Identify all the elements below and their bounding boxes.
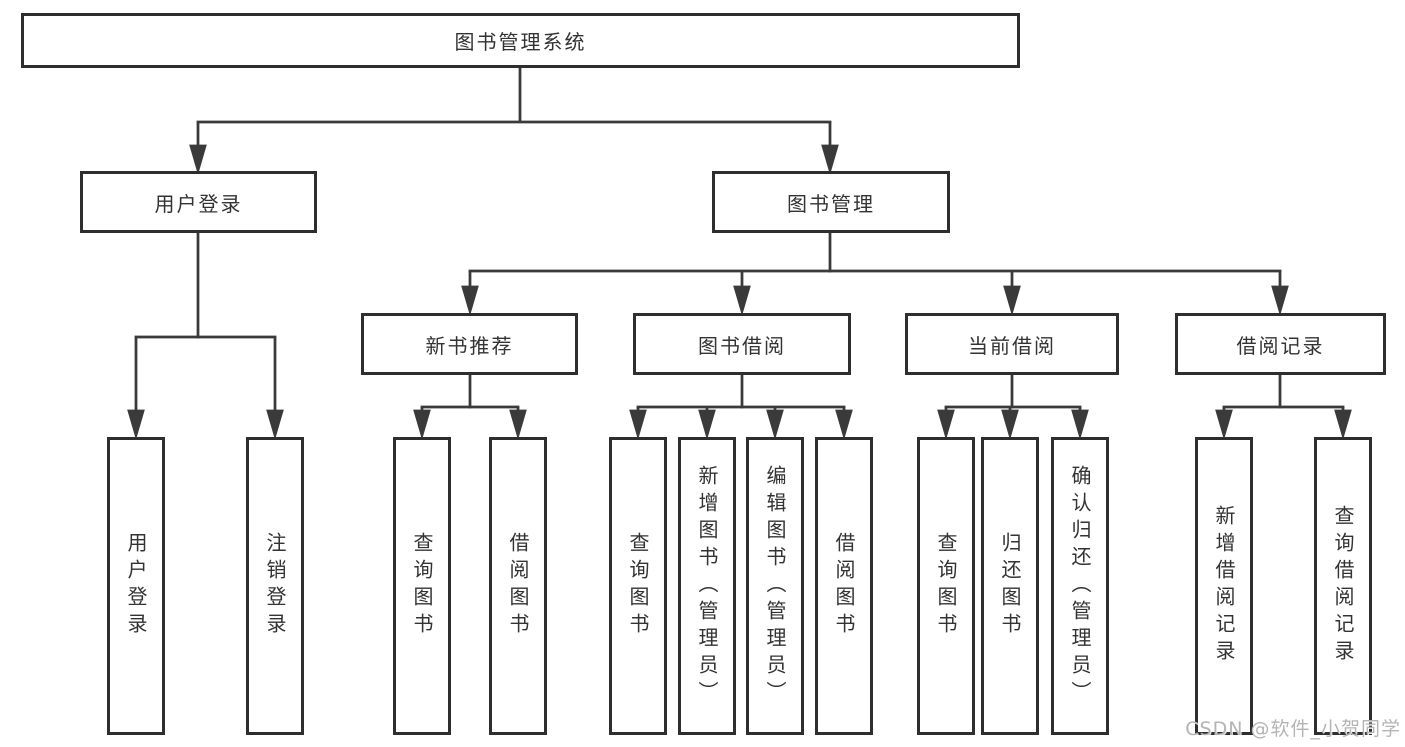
node-label: 新增图书（管理员） <box>695 464 719 708</box>
leaf-query-books-current: 查询图书 <box>917 437 975 735</box>
leaf-query-books-borrow: 查询图书 <box>609 437 667 735</box>
node-label: 用户登录 <box>154 191 243 216</box>
node-label: 新书推荐 <box>425 333 514 358</box>
leaf-logout: 注销登录 <box>246 437 304 735</box>
node-label: 图书借阅 <box>698 333 786 358</box>
node-library-management-system: 图书管理系统 <box>21 13 1020 68</box>
leaf-confirm-return-admin: 确认归还（管理员） <box>1051 437 1109 735</box>
node-label: 借阅记录 <box>1236 333 1325 358</box>
leaf-add-book-admin: 新增图书（管理员） <box>678 437 736 735</box>
node-label: 图书管理系统 <box>454 30 587 54</box>
node-user-login: 用户登录 <box>80 171 317 233</box>
node-label: 确认归还（管理员） <box>1068 464 1092 708</box>
node-label: 编辑图书（管理员） <box>763 464 787 708</box>
csdn-watermark: CSDN @软件_小贺同学 <box>1185 718 1401 740</box>
node-book-management: 图书管理 <box>712 171 950 233</box>
node-label: 查询图书 <box>626 532 650 640</box>
node-label: 归还图书 <box>998 532 1022 640</box>
node-label: 借阅图书 <box>832 532 856 640</box>
leaf-query-borrow-record: 查询借阅记录 <box>1314 437 1372 735</box>
node-new-book-recommend: 新书推荐 <box>361 313 578 375</box>
leaf-return-books: 归还图书 <box>981 437 1039 735</box>
leaf-borrow-books: 借阅图书 <box>815 437 873 735</box>
node-label: 查询借阅记录 <box>1331 505 1355 667</box>
node-current-borrow: 当前借阅 <box>905 313 1119 375</box>
node-label: 注销登录 <box>263 532 287 640</box>
node-label: 查询图书 <box>934 532 958 640</box>
node-label: 借阅图书 <box>506 532 530 640</box>
node-borrow-records: 借阅记录 <box>1175 313 1386 375</box>
leaf-edit-book-admin: 编辑图书（管理员） <box>746 437 804 735</box>
node-label: 用户登录 <box>124 532 148 640</box>
node-label: 图书管理 <box>787 191 875 216</box>
node-label: 查询图书 <box>410 532 434 640</box>
leaf-borrow-books-recommend: 借阅图书 <box>489 437 547 735</box>
node-label: 新增借阅记录 <box>1212 505 1236 667</box>
node-book-borrow: 图书借阅 <box>633 313 851 375</box>
leaf-query-books-recommend: 查询图书 <box>393 437 451 735</box>
leaf-add-borrow-record: 新增借阅记录 <box>1195 437 1253 735</box>
node-label: 当前借阅 <box>968 333 1056 358</box>
leaf-user-login: 用户登录 <box>107 437 165 735</box>
